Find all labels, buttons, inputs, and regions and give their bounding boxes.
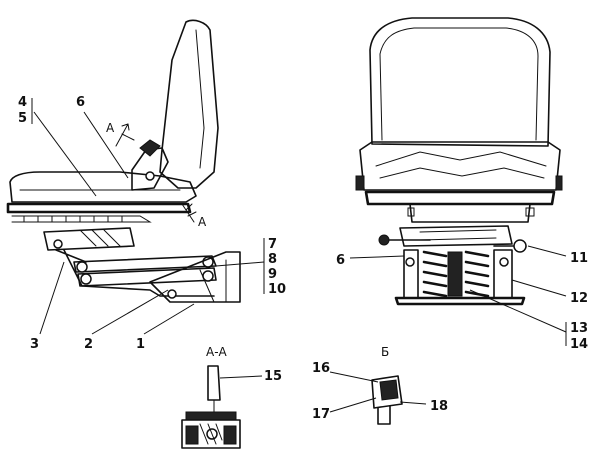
section-clamp-upper (185, 411, 237, 421)
callout-2: 2 (84, 337, 93, 352)
callout-14: 14 (570, 337, 588, 352)
upper-plate-hatch (79, 229, 121, 247)
leader-18 (399, 401, 427, 405)
side-view-seat: А А (6, 19, 241, 303)
backrest-outline (159, 19, 219, 189)
leader-11 (527, 245, 567, 257)
callout-3: 3 (30, 337, 39, 352)
front-cushion-left-edge (355, 175, 365, 191)
recline-lever-knob (139, 139, 161, 157)
callout-10: 10 (268, 282, 286, 297)
callout-17: 17 (312, 407, 330, 422)
leader-7-10 (215, 261, 265, 267)
leader-17 (329, 397, 377, 413)
left-leaders (31, 98, 265, 335)
front-base-plate (394, 296, 526, 306)
leader-13-14 (469, 289, 567, 333)
leader-6-right (349, 255, 405, 259)
view-b-shaft (377, 405, 391, 425)
front-upper-frame-detail (419, 229, 497, 241)
leader-3 (39, 261, 65, 335)
leader-4-5 (33, 111, 97, 197)
callout-15: 15 (264, 369, 282, 384)
front-upper-frame (399, 225, 513, 247)
seat-rail (11, 215, 152, 223)
suspension-spring-left (422, 250, 448, 298)
upper-mount-plate (43, 227, 135, 251)
view-b-title: Б (381, 345, 389, 359)
leader-1 (143, 303, 195, 335)
front-mount-lug (407, 207, 535, 217)
section-arrow-top (115, 123, 135, 147)
front-cushion-outline (359, 141, 561, 191)
scissor-cross-link (55, 249, 215, 297)
right-plate-bolt (499, 257, 509, 267)
front-side-plate-left (403, 249, 419, 299)
front-backrest-inner (379, 27, 539, 141)
section-lever (207, 365, 221, 401)
front-seat-pan (364, 190, 556, 206)
view-b-detail (329, 371, 427, 425)
view-b-clip (379, 379, 399, 401)
shock-absorber (447, 251, 463, 297)
section-arrow-bottom (181, 203, 197, 223)
leader-2 (91, 289, 169, 335)
callout-18: 18 (430, 399, 448, 414)
section-arrow-top-label: А (106, 121, 115, 135)
callout-8: 8 (268, 252, 277, 267)
front-side-plate-right (493, 249, 513, 299)
section-aa-title: А-А (206, 345, 228, 359)
callout-labels: 4 5 6 7 8 9 10 3 2 1 6 11 12 13 14 А-А 1… (18, 95, 588, 422)
callout-7: 7 (268, 237, 277, 252)
seat-pan-frame (6, 202, 192, 214)
front-backrest-outline (369, 17, 551, 147)
callout-6-right: 6 (336, 253, 345, 268)
section-arrow-bottom-label: А (198, 215, 207, 229)
base-bracket (149, 251, 241, 303)
callout-5: 5 (18, 111, 27, 126)
callout-11: 11 (570, 251, 588, 266)
callout-13: 13 (570, 321, 588, 336)
callout-4: 4 (18, 95, 27, 110)
hinge-pivot (145, 171, 155, 181)
roller-wheel (513, 239, 527, 253)
section-clamp-body (181, 419, 241, 449)
base-bracket-edge (199, 259, 227, 303)
front-cushion-right-edge (555, 175, 563, 191)
arm-pivot-left-lower (80, 273, 92, 285)
upper-link-pivot (53, 239, 63, 249)
leader-6-left (83, 111, 129, 179)
base-pivot (167, 289, 177, 299)
callout-9: 9 (268, 267, 277, 282)
seat-cushion-outline (9, 171, 197, 203)
arm-pivot-left-upper (76, 261, 88, 273)
section-hatching (199, 423, 223, 445)
leader-16 (329, 371, 379, 383)
leader-12 (511, 279, 567, 297)
seat-rail-ticks (23, 215, 123, 223)
section-aa-detail (181, 365, 263, 449)
height-adjust-knob (378, 234, 390, 246)
backrest-inner-line (195, 29, 205, 169)
callout-6-left: 6 (76, 95, 85, 110)
right-leaders (349, 245, 567, 346)
front-view-seat (355, 17, 563, 306)
suspension-spring-right (464, 250, 490, 298)
callout-1: 1 (136, 337, 145, 352)
left-plate-bolt (405, 257, 415, 267)
leader-15 (219, 375, 263, 379)
front-mount-block (409, 203, 531, 223)
front-cushion-folds (375, 151, 547, 179)
callout-12: 12 (570, 291, 588, 306)
callout-16: 16 (312, 361, 330, 376)
section-clamp-lower (185, 425, 237, 445)
